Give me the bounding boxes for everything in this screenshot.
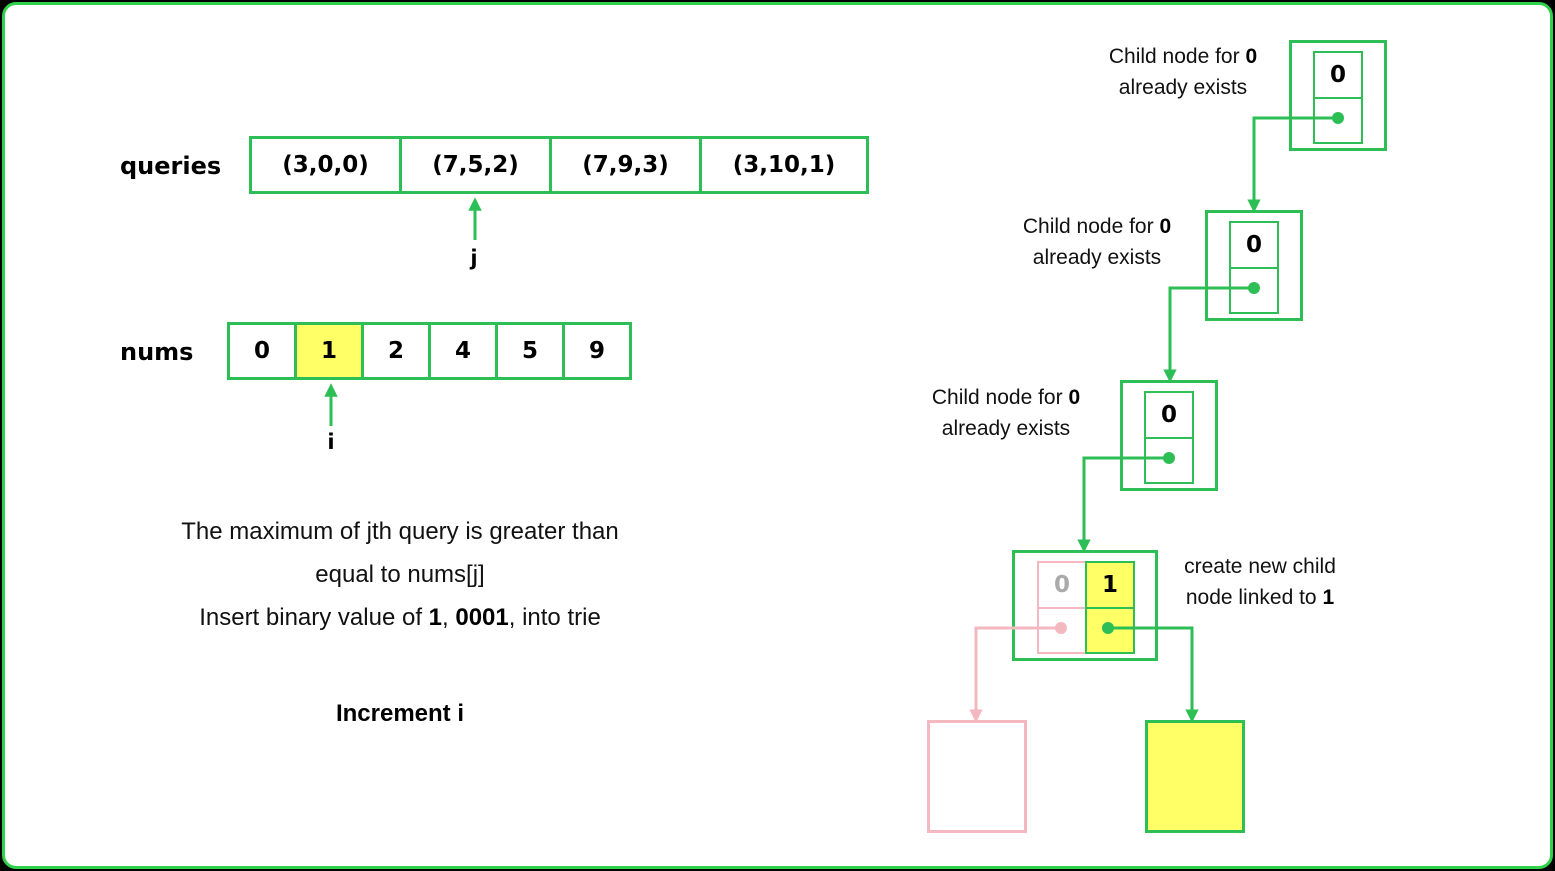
- new-edge: [1108, 626, 1199, 723]
- query-cell: (7,9,3): [549, 136, 702, 194]
- query-cell: (3,0,0): [249, 136, 402, 194]
- new-one-slot: 1: [1085, 561, 1135, 654]
- new-child-node: [1145, 720, 1245, 833]
- queries-label: queries: [120, 152, 222, 180]
- new-child-note: create new child node linked to 1: [1184, 555, 1336, 609]
- description-line-2: equal to nums[j]: [315, 561, 485, 588]
- trie-edge: [1247, 116, 1338, 213]
- trie-node-bit: 0: [1146, 393, 1192, 439]
- trie-edge: [1163, 286, 1254, 383]
- trie-note-3: Child node for 0 already exists: [931, 386, 1081, 440]
- trie-note-1: Child node for 0 already exists: [1108, 45, 1258, 99]
- bit-one: 1: [1087, 563, 1133, 609]
- description-line-3: Insert binary value of 1, 0001, into tri…: [199, 604, 601, 631]
- faded-bit-zero: 0: [1039, 563, 1085, 609]
- trie-node-bit: 0: [1315, 53, 1361, 99]
- action-text: Increment i: [335, 700, 465, 727]
- pointer-j-label: j: [470, 246, 478, 270]
- description-text: The maximum of jth query is greater than…: [130, 510, 670, 639]
- nums-cell: 9: [562, 322, 632, 380]
- trie-node: 0: [1205, 210, 1303, 321]
- trie-edge: [1077, 456, 1169, 553]
- nums-label: nums: [120, 338, 194, 366]
- trie-node-bit: 0: [1231, 223, 1277, 269]
- trie-node: 0: [1120, 380, 1218, 491]
- trie-note-2: Child node for 0 already exists: [1022, 215, 1172, 269]
- faded-edge: [969, 626, 1061, 723]
- trie-node: 0: [1289, 40, 1387, 151]
- pointer-i-label: i: [327, 430, 335, 454]
- nums-array: 0 1 2 4 5 9: [227, 322, 632, 380]
- faded-child-node: [927, 720, 1027, 833]
- nums-cell: 5: [495, 322, 565, 380]
- nums-cell: 0: [227, 322, 297, 380]
- nums-cell: 4: [428, 322, 498, 380]
- query-cell: (3,10,1): [699, 136, 869, 194]
- trie-node-last: 0 1: [1012, 550, 1158, 661]
- queries-array: (3,0,0) (7,5,2) (7,9,3) (3,10,1): [249, 136, 869, 194]
- description-line-1: The maximum of jth query is greater than: [181, 518, 619, 545]
